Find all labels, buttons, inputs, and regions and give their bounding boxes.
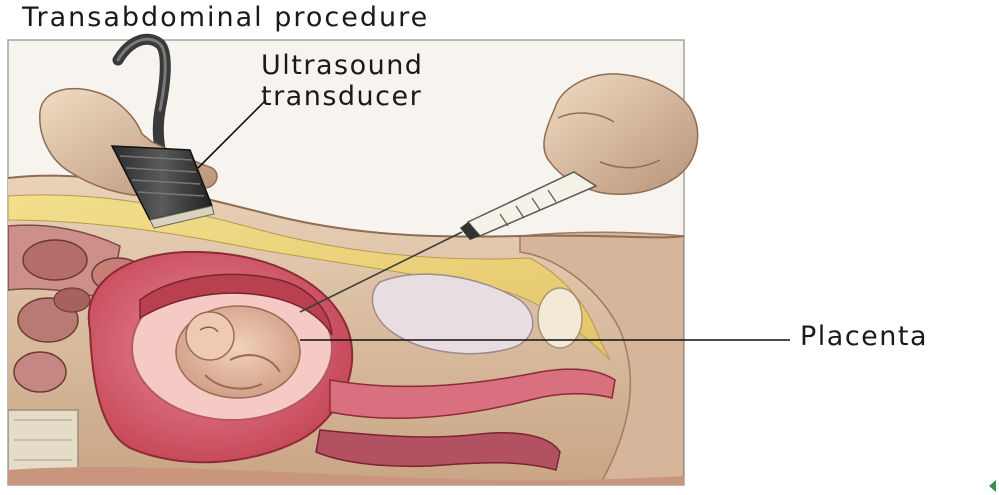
- diagram-title: Transabdominal procedure: [22, 2, 429, 33]
- pubic-bone: [538, 288, 582, 348]
- fetus: [176, 306, 300, 398]
- transducer-label-line2: transducer: [261, 81, 423, 112]
- corner-mark: [989, 480, 996, 492]
- transducer-label-line1: Ultrasound: [261, 50, 423, 81]
- transducer-label: Ultrasound transducer: [261, 50, 423, 112]
- placenta-label: Placenta: [800, 321, 928, 352]
